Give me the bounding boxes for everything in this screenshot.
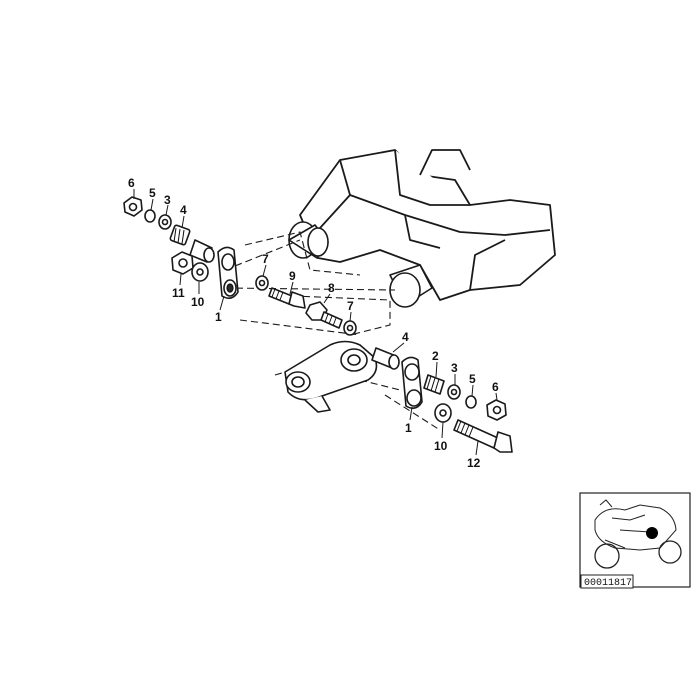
callout-6-upper: 6 xyxy=(128,176,135,190)
lever xyxy=(284,340,378,413)
callout-9: 9 xyxy=(289,269,296,283)
motorcycle-silhouette-icon xyxy=(594,499,682,569)
right-hardware xyxy=(371,347,513,453)
threaded-sleeve-2 xyxy=(423,374,445,395)
sleeve-4 xyxy=(169,224,191,246)
bolt-9 xyxy=(268,287,306,309)
bolt-12 xyxy=(453,419,513,453)
lock-washer-5 xyxy=(144,209,156,223)
callout-7-right: 7 xyxy=(347,299,354,313)
callout-1-upper: 1 xyxy=(215,310,222,324)
leader-lines xyxy=(133,189,498,456)
upper-left-hardware xyxy=(123,196,239,300)
callout-6-lower: 6 xyxy=(492,380,499,394)
bolt-8 xyxy=(305,301,343,329)
center-bolts xyxy=(255,275,357,336)
callout-12: 12 xyxy=(467,456,481,470)
motorcycle-thumbnail: 00011817 xyxy=(579,492,691,589)
reference-number: 00011817 xyxy=(584,578,632,589)
location-marker-icon xyxy=(646,527,658,539)
callout-10-lower: 10 xyxy=(434,439,448,453)
callout-4-upper: 4 xyxy=(180,203,187,217)
callout-3-lower: 3 xyxy=(451,361,458,375)
swingarm-frame xyxy=(288,149,556,308)
assembly-lines xyxy=(224,231,441,431)
lock-washer-5b xyxy=(465,395,477,409)
callouts: 6 5 3 4 11 10 1 7 9 8 7 4 2 3 5 6 1 10 1… xyxy=(128,176,499,470)
callout-5-lower: 5 xyxy=(469,372,476,386)
callout-10-upper: 10 xyxy=(191,295,205,309)
callout-1-lower: 1 xyxy=(405,421,412,435)
callout-8: 8 xyxy=(328,281,335,295)
callout-5-upper: 5 xyxy=(149,186,156,200)
callout-3-upper: 3 xyxy=(164,193,171,207)
callout-7-left: 7 xyxy=(262,252,269,266)
callout-11: 11 xyxy=(172,286,185,300)
callout-4-lower: 4 xyxy=(402,330,409,344)
callout-2: 2 xyxy=(432,349,439,363)
